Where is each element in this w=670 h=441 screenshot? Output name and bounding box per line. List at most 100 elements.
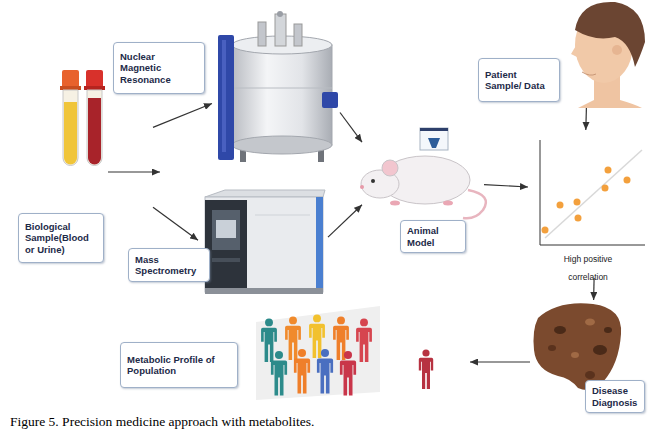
nmr-spectrometer [258, 22, 266, 46]
nmr-spectrometer [232, 88, 332, 89]
sample-tubes [86, 70, 103, 88]
mass-spectrometer [205, 197, 323, 292]
mass-spectrometer [205, 288, 323, 294]
node-label: Nuclear Magnetic Resonance [120, 51, 198, 86]
mouse-illustration [382, 160, 398, 176]
flow-arrow [153, 207, 198, 240]
patient-node: Patient Sample/ Data [560, 0, 645, 108]
flow-arrow [470, 361, 530, 362]
nmr-spectrometer [275, 14, 286, 46]
nmr-spectrometer [294, 24, 302, 46]
mouse-illustration [371, 179, 375, 183]
flow-arrow [153, 104, 212, 128]
sample-tubes [64, 102, 77, 165]
mouse-illustration [390, 201, 400, 206]
liver-illustration [604, 327, 612, 333]
scatter-plot [540, 140, 645, 245]
patient-illustration [571, 2, 645, 108]
sample-tubes [60, 86, 81, 90]
label-box: Metabolic Profile of Population [120, 342, 238, 388]
node-label: Metabolic Profile of Population [127, 354, 231, 377]
plot-caption: High positive correlation [548, 248, 628, 284]
population-illustration [256, 306, 380, 400]
nmr-spectrometer [232, 136, 332, 154]
liver-illustration [554, 326, 566, 334]
flow-arrow [484, 185, 528, 187]
patient-illustration [575, 2, 645, 67]
mass-spectrometer [216, 220, 236, 238]
instrument-node: Mass Spectrometry [198, 193, 328, 298]
flow-arrow [340, 113, 362, 143]
mass-spectrometer [205, 200, 247, 290]
figure-caption: Figure 5. Precision medicine approach wi… [10, 414, 660, 430]
correlation-node: High positive correlation [528, 130, 646, 278]
node-label: Patient Sample/ Data [485, 69, 553, 92]
population-illustration [356, 318, 372, 362]
mouse-illustration [420, 128, 448, 131]
mass-spectrometer [205, 190, 325, 294]
nmr-spectrometer [218, 11, 338, 162]
population-illustration [317, 349, 333, 394]
diagnosis-node: Disease Diagnosis [532, 300, 624, 392]
mouse-illustration [420, 128, 448, 150]
scatter-plot [602, 185, 609, 192]
scatter-plot [557, 202, 564, 209]
population-illustration [294, 349, 310, 394]
mass-spectrometer [212, 210, 240, 250]
liver-illustration [585, 371, 595, 379]
mouse-illustration [428, 138, 440, 148]
node-label: Disease Diagnosis [592, 385, 638, 408]
patient-illustration [612, 45, 622, 55]
label-box: Animal Model [400, 220, 466, 253]
sample-tubes [88, 98, 101, 165]
scatter-plot [540, 140, 645, 245]
scatter-plot [605, 167, 612, 174]
scatter-plot [574, 199, 581, 206]
mouse-illustration [360, 185, 364, 189]
node-label: Animal Model [407, 225, 459, 248]
liver-illustration [571, 352, 579, 358]
person-icon [419, 349, 433, 389]
scatter-plot [575, 215, 582, 222]
sample-tubes [87, 90, 102, 166]
population-illustration [340, 351, 356, 396]
instrument-node: Nuclear Magnetic Resonance [212, 12, 340, 162]
liver-illustration [548, 345, 556, 351]
label-box: Patient Sample/ Data [478, 58, 560, 102]
sample-tubes [63, 90, 78, 166]
sample-node: Biological Sample(Blood or Urine) [55, 68, 153, 213]
nmr-spectrometer [277, 11, 283, 17]
population-node: Metabolic Profile of Population [255, 318, 383, 400]
sample-tubes [62, 70, 79, 88]
label-box: Disease Diagnosis [585, 380, 645, 413]
population-illustration [261, 318, 277, 362]
nmr-spectrometer [232, 45, 332, 145]
mass-spectrometer [255, 215, 310, 216]
liver-illustration [534, 303, 622, 390]
mass-spectrometer [205, 190, 325, 197]
nmr-spectrometer [222, 40, 226, 152]
flow-arrow [328, 205, 362, 237]
mass-spectrometer [316, 197, 323, 292]
node-label: Biological Sample(Blood or Urine) [25, 221, 97, 256]
scatter-plot [545, 150, 642, 238]
mouse-illustration [463, 190, 486, 218]
flow-arrow [108, 171, 160, 172]
liver-illustration [585, 319, 595, 326]
liver-illustration [593, 345, 607, 355]
node-label: High positive correlation [564, 254, 613, 282]
node-label: Mass Spectrometry [135, 254, 203, 277]
scatter-plot [624, 177, 631, 184]
label-box: Biological Sample(Blood or Urine) [18, 213, 104, 263]
patient-illustration [571, 44, 577, 57]
label-box: Mass Spectrometry [128, 248, 210, 282]
flow-arrow [585, 108, 587, 130]
liver-illustration [534, 303, 622, 390]
scatter-plot [542, 227, 549, 234]
population-illustration [256, 306, 380, 400]
label-box: Nuclear Magnetic Resonance [113, 42, 205, 94]
patient-illustration [582, 72, 596, 75]
population-illustration [271, 351, 287, 396]
mouse-illustration [443, 201, 453, 206]
